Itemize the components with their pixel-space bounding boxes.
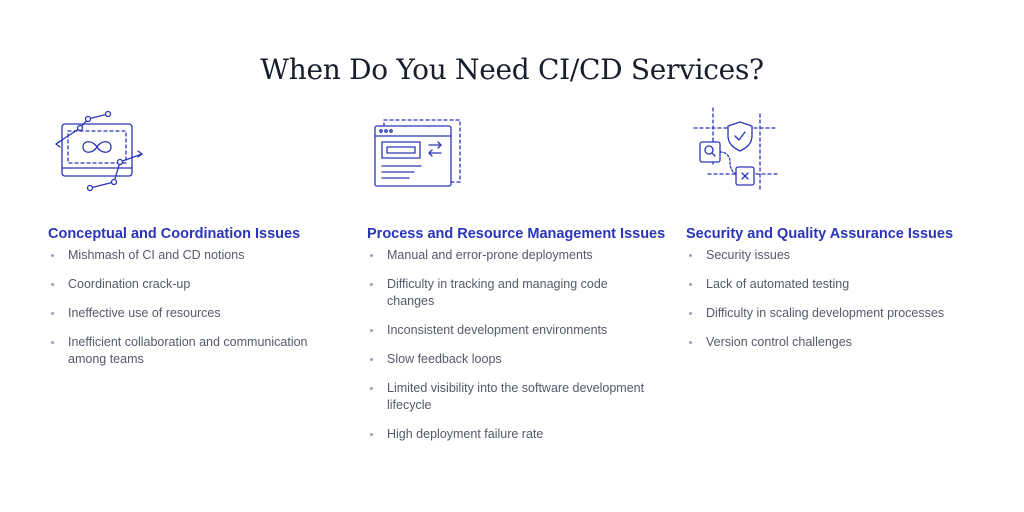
column-heading: Conceptual and Coordination Issues — [48, 226, 301, 243]
list-item: Manual and error-prone deployments — [367, 247, 652, 264]
list-item: Limited visibility into the software dev… — [367, 380, 652, 414]
list-item: Security issues — [686, 247, 971, 264]
list-item: Coordination crack-up — [48, 276, 333, 293]
issue-list: Security issues Lack of automated testin… — [686, 247, 971, 363]
list-item: Inconsistent development environments — [367, 322, 652, 339]
list-item: Version control challenges — [686, 334, 971, 351]
list-item: Lack of automated testing — [686, 276, 971, 293]
list-item: Ineffective use of resources — [48, 305, 333, 322]
issue-list: Manual and error-prone deployments Diffi… — [367, 247, 652, 455]
security-shield-icon — [688, 104, 798, 194]
list-item: High deployment failure rate — [367, 426, 652, 443]
list-item: Difficulty in scaling development proces… — [686, 305, 971, 322]
list-item: Inefficient collaboration and communicat… — [48, 334, 333, 368]
issue-list: Mishmash of CI and CD notions Coordinati… — [48, 247, 333, 380]
list-item: Slow feedback loops — [367, 351, 652, 368]
list-item: Mishmash of CI and CD notions — [48, 247, 333, 264]
column-heading: Process and Resource Management Issues — [367, 226, 666, 243]
list-item: Difficulty in tracking and managing code… — [367, 276, 652, 310]
browser-window-icon — [369, 104, 479, 194]
column-heading: Security and Quality Assurance Issues — [686, 226, 954, 243]
page-title: When Do You Need CI/CD Services? — [260, 52, 764, 86]
infinity-monitor-icon — [50, 104, 160, 194]
